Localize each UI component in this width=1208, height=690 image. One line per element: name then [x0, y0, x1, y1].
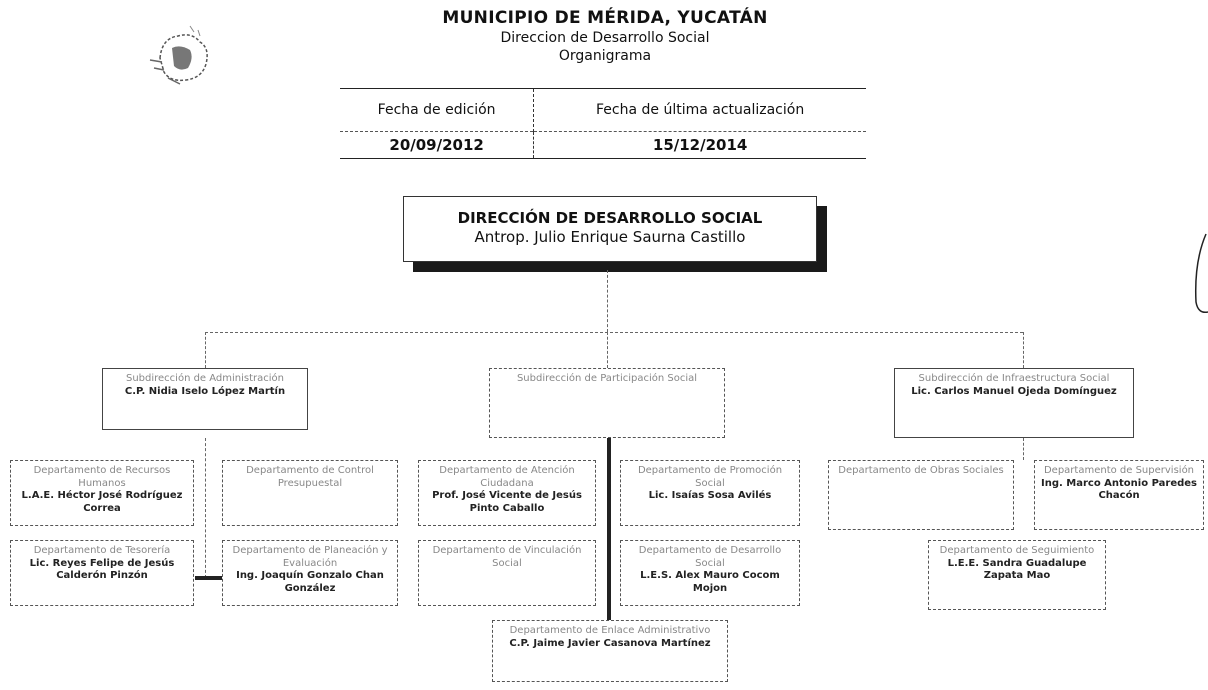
- update-date-label: Fecha de última actualización: [533, 88, 866, 132]
- director-name: Antrop. Julio Enrique Saurna Castillo: [474, 227, 746, 246]
- dept-b2-title: Departamento de Vinculación Social: [432, 545, 582, 569]
- director-title: DIRECCIÓN DE DESARROLLO SOCIAL: [457, 209, 763, 227]
- dept-c2-box: Departamento de Supervisión Ing. Marco A…: [1034, 460, 1204, 530]
- connector-center: [607, 332, 608, 368]
- edition-date-label: Fecha de edición: [340, 88, 535, 132]
- dept-a1-name: L.A.E. Héctor José Rodríguez Correa: [21, 490, 183, 514]
- dept-c2-title: Departamento de Supervisión: [1043, 465, 1195, 476]
- connector-left: [205, 332, 206, 368]
- dates-table: Fecha de edición Fecha de última actuali…: [340, 88, 866, 159]
- dept-b4-name: L.E.S. Alex Mauro Cocom Mojon: [640, 570, 780, 594]
- department-subtitle: Direccion de Desarrollo Social: [500, 30, 710, 46]
- connector-bus: [205, 332, 1023, 333]
- dept-a4-title: Departamento de Planeación y Evaluación: [232, 545, 388, 569]
- connector-center-down: [607, 438, 611, 626]
- director-box: DIRECCIÓN DE DESARROLLO SOCIAL Antrop. J…: [403, 196, 817, 262]
- edition-date-value: 20/09/2012: [340, 131, 535, 159]
- subdirection-infrastructure-title: Subdirección de Infraestructura Social: [918, 373, 1110, 384]
- dept-c3-name: L.E.E. Sandra Guadalupe Zapata Mao: [947, 557, 1087, 582]
- subdirection-admin-box: Subdirección de Administración C.P. Nidi…: [102, 368, 308, 430]
- subdirection-participation-box: Subdirección de Participación Social: [489, 368, 725, 438]
- dept-b3-name: Lic. Isaías Sosa Avilés: [648, 490, 772, 501]
- municipal-seal-icon: [149, 25, 208, 85]
- dept-b1-box: Departamento de Atención Ciudadana Prof.…: [418, 460, 596, 526]
- document-type-subtitle: Organigrama: [558, 48, 652, 64]
- dept-a3-box: Departamento de Tesorería Lic. Reyes Fel…: [10, 540, 194, 606]
- dept-b1-title: Departamento de Atención Ciudadana: [439, 465, 575, 489]
- dept-c1-title: Departamento de Obras Sociales: [838, 465, 1004, 476]
- dept-a2-box: Departamento de Control Presupuestal: [222, 460, 398, 526]
- subdirection-participation-title: Subdirección de Participación Social: [516, 373, 698, 384]
- dept-a1-title: Departamento de Recursos Humanos: [33, 465, 171, 489]
- connector-left-down: [205, 438, 206, 578]
- dept-b3-title: Departamento de Promoción Social: [637, 465, 783, 489]
- connector-right: [1023, 332, 1024, 368]
- subdirection-admin-title: Subdirección de Administración: [125, 373, 285, 384]
- dept-b4-box: Departamento de Desarrollo Social L.E.S.…: [620, 540, 800, 606]
- dept-bottom-title: Departamento de Enlace Administrativo: [509, 625, 711, 636]
- subdirection-admin-name: C.P. Nidia Iselo López Martín: [124, 385, 286, 397]
- handwritten-mark-icon: [1194, 233, 1208, 314]
- update-date-value: 15/12/2014: [533, 131, 866, 159]
- dept-bottom-box: Departamento de Enlace Administrativo C.…: [492, 620, 728, 682]
- dept-bottom-name: C.P. Jaime Javier Casanova Martínez: [509, 637, 711, 649]
- dept-c3-title: Departamento de Seguimiento: [939, 545, 1095, 556]
- municipality-title: MUNICIPIO DE MÉRIDA, YUCATÁN: [442, 8, 768, 28]
- dept-b3-box: Departamento de Promoción Social Lic. Is…: [620, 460, 800, 526]
- dept-b4-title: Departamento de Desarrollo Social: [638, 545, 782, 569]
- dept-a3-title: Departamento de Tesorería: [33, 545, 171, 556]
- connector-right-down: [1023, 438, 1024, 460]
- subdirection-infrastructure-name: Lic. Carlos Manuel Ojeda Domínguez: [911, 385, 1117, 397]
- dept-c1-box: Departamento de Obras Sociales: [828, 460, 1014, 530]
- dept-a1-box: Departamento de Recursos Humanos L.A.E. …: [10, 460, 194, 526]
- connector-director: [607, 270, 608, 332]
- dept-b1-name: Prof. José Vicente de Jesús Pinto Caball…: [432, 490, 582, 514]
- dept-a3-name: Lic. Reyes Felipe de Jesús Calderón Pinz…: [29, 557, 175, 582]
- dept-a4-box: Departamento de Planeación y Evaluación …: [222, 540, 398, 606]
- subdirection-infrastructure-box: Subdirección de Infraestructura Social L…: [894, 368, 1134, 438]
- dept-c2-name: Ing. Marco Antonio Paredes Chacón: [1040, 477, 1197, 502]
- dept-b2-box: Departamento de Vinculación Social: [418, 540, 596, 606]
- dept-c3-box: Departamento de Seguimiento L.E.E. Sandr…: [928, 540, 1106, 610]
- dept-a2-title: Departamento de Control Presupuestal: [246, 465, 374, 489]
- dept-a4-name: Ing. Joaquín Gonzalo Chan González: [236, 570, 384, 594]
